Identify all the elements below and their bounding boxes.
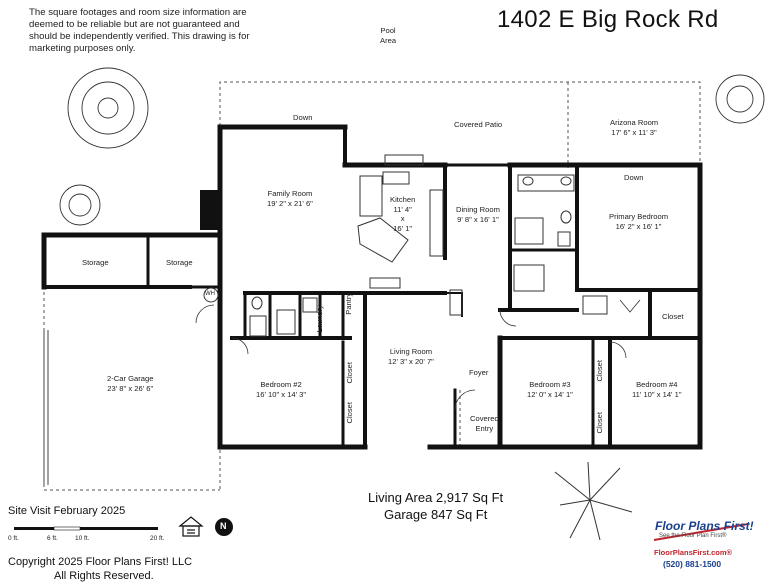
living-room-name: Living Room [389,347,433,356]
arizona-room-dims: 17' 6" x 11' 3" [611,127,657,137]
walls [41,124,703,450]
property-address: 1402 E Big Rock Rd [497,6,719,33]
logo-swoosh-icon [653,523,749,541]
covered-entry-label: Covered Entry [470,414,499,433]
palm-tree-icon [554,461,633,541]
brand-phone: (520) 881-1500 [663,559,722,569]
foyer-label: Foyer [469,368,489,377]
family-room-dims: 19' 2" x 21' 6" [267,198,313,208]
closet-label-b3a: Closet [595,359,605,382]
site-visit-date: Site Visit February 2025 [8,505,126,517]
family-room-name: Family Room [267,189,313,198]
brand-url[interactable]: FloorPlansFirst.com® [654,548,733,557]
dining-room-label: Dining Room 9' 8" x 16' 1" [456,205,500,224]
bedroom-3-dims: 12' 0" x 14' 1" [527,389,573,399]
pool-label-line2: Area [380,35,397,45]
dining-room-dims: 9' 8" x 16' 1" [457,214,499,224]
kitchen-label: Kitchen 11' 4" x 16' 1" [390,195,415,233]
covered-entry-line2: Entry [475,423,494,433]
scale-label-20: 20 ft. [150,535,165,542]
pantry-label: Pantry [344,292,354,315]
pool-label: Pool Area [380,26,396,45]
living-room-label: Living Room 12' 3" x 20' 7" [388,347,434,366]
bedroom-4-label: Bedroom #4 11' 10" x 14' 1" [632,380,682,399]
equal-housing-icon [178,516,204,537]
tree-icon [59,67,765,226]
fixtures [203,174,608,337]
family-room-label: Family Room 19' 2" x 21' 6" [267,189,313,208]
primary-bedroom-name: Primary Bedroom [609,212,669,221]
bedroom-4-name: Bedroom #4 [636,380,678,389]
copyright: Copyright 2025 Floor Plans First! LLC Al… [8,555,192,583]
kitchen-name: Kitchen [390,195,416,204]
disclaimer-text: The square footages and room size inform… [29,7,250,54]
garage-area-total: Garage 847 Sq Ft [384,507,488,522]
closet-label-b3b: Closet [595,411,605,434]
closet-label-primary: Closet [662,312,684,321]
kitchen-dim-b: 16' 1" [393,223,413,233]
bedroom-4-dims: 11' 10" x 14' 1" [632,389,682,399]
covered-entry-line1: Covered [470,414,499,423]
north-compass-letter: N [220,521,227,531]
living-area-total: Living Area 2,917 Sq Ft [368,490,504,505]
garage-label: 2-Car Garage 23' 8" x 26' 6" [107,374,153,393]
dining-room-name: Dining Room [456,205,500,214]
door-swings [195,299,641,411]
down-step-label-2: Down [624,173,644,182]
bedroom-3-label: Bedroom #3 12' 0" x 14' 1" [527,380,573,399]
brand-tagline: See the Floor Plan First® [659,533,727,539]
north-compass-icon [215,518,233,536]
kitchen-island [357,154,444,263]
brand-logo-text: Floor Plans First! [655,519,754,533]
copyright-line1: Copyright 2025 Floor Plans First! LLC [8,556,193,568]
bedroom-2-label: Bedroom #2 16' 10" x 14' 3" [256,380,306,399]
laundry-label: Laundry [314,305,324,333]
scale-bar [14,526,158,531]
pool-label-line1: Pool [380,26,396,35]
scale-label-10: 10 ft. [75,535,90,542]
garage-name: 2-Car Garage [107,374,154,383]
storage-label-2: Storage [166,258,193,267]
living-room-dims: 12' 3" x 20' 7" [388,356,434,366]
primary-bedroom-dims: 16' 2" x 16' 1" [615,221,662,231]
down-step-label-1: Down [293,113,313,122]
bedroom-3-name: Bedroom #3 [529,380,571,389]
garage-dims: 23' 8" x 26' 6" [107,383,154,393]
bedroom-2-name: Bedroom #2 [260,380,302,389]
kitchen-dim-a: 11' 4" [393,204,412,214]
scale-label-6: 6 ft. [47,535,58,542]
garage-door [43,330,49,485]
covered-patio-label: Covered Patio [454,120,503,129]
arizona-room-label: Arizona Room 17' 6" x 11' 3" [610,118,658,137]
closet-label-b2a: Closet [345,361,355,384]
water-heater-label: WH [205,291,215,297]
storage-label-1: Storage [82,258,109,267]
scale-label-0: 0 ft. [8,535,19,542]
bedroom-2-dims: 16' 10" x 14' 3" [256,389,307,399]
closet-label-b2b: Closet [345,401,355,424]
copyright-line2: All Rights Reserved. [54,570,154,582]
arizona-room-name: Arizona Room [610,118,659,127]
primary-bedroom-label: Primary Bedroom 16' 2" x 16' 1" [609,212,668,231]
kitchen-dim-x: x [400,214,405,223]
